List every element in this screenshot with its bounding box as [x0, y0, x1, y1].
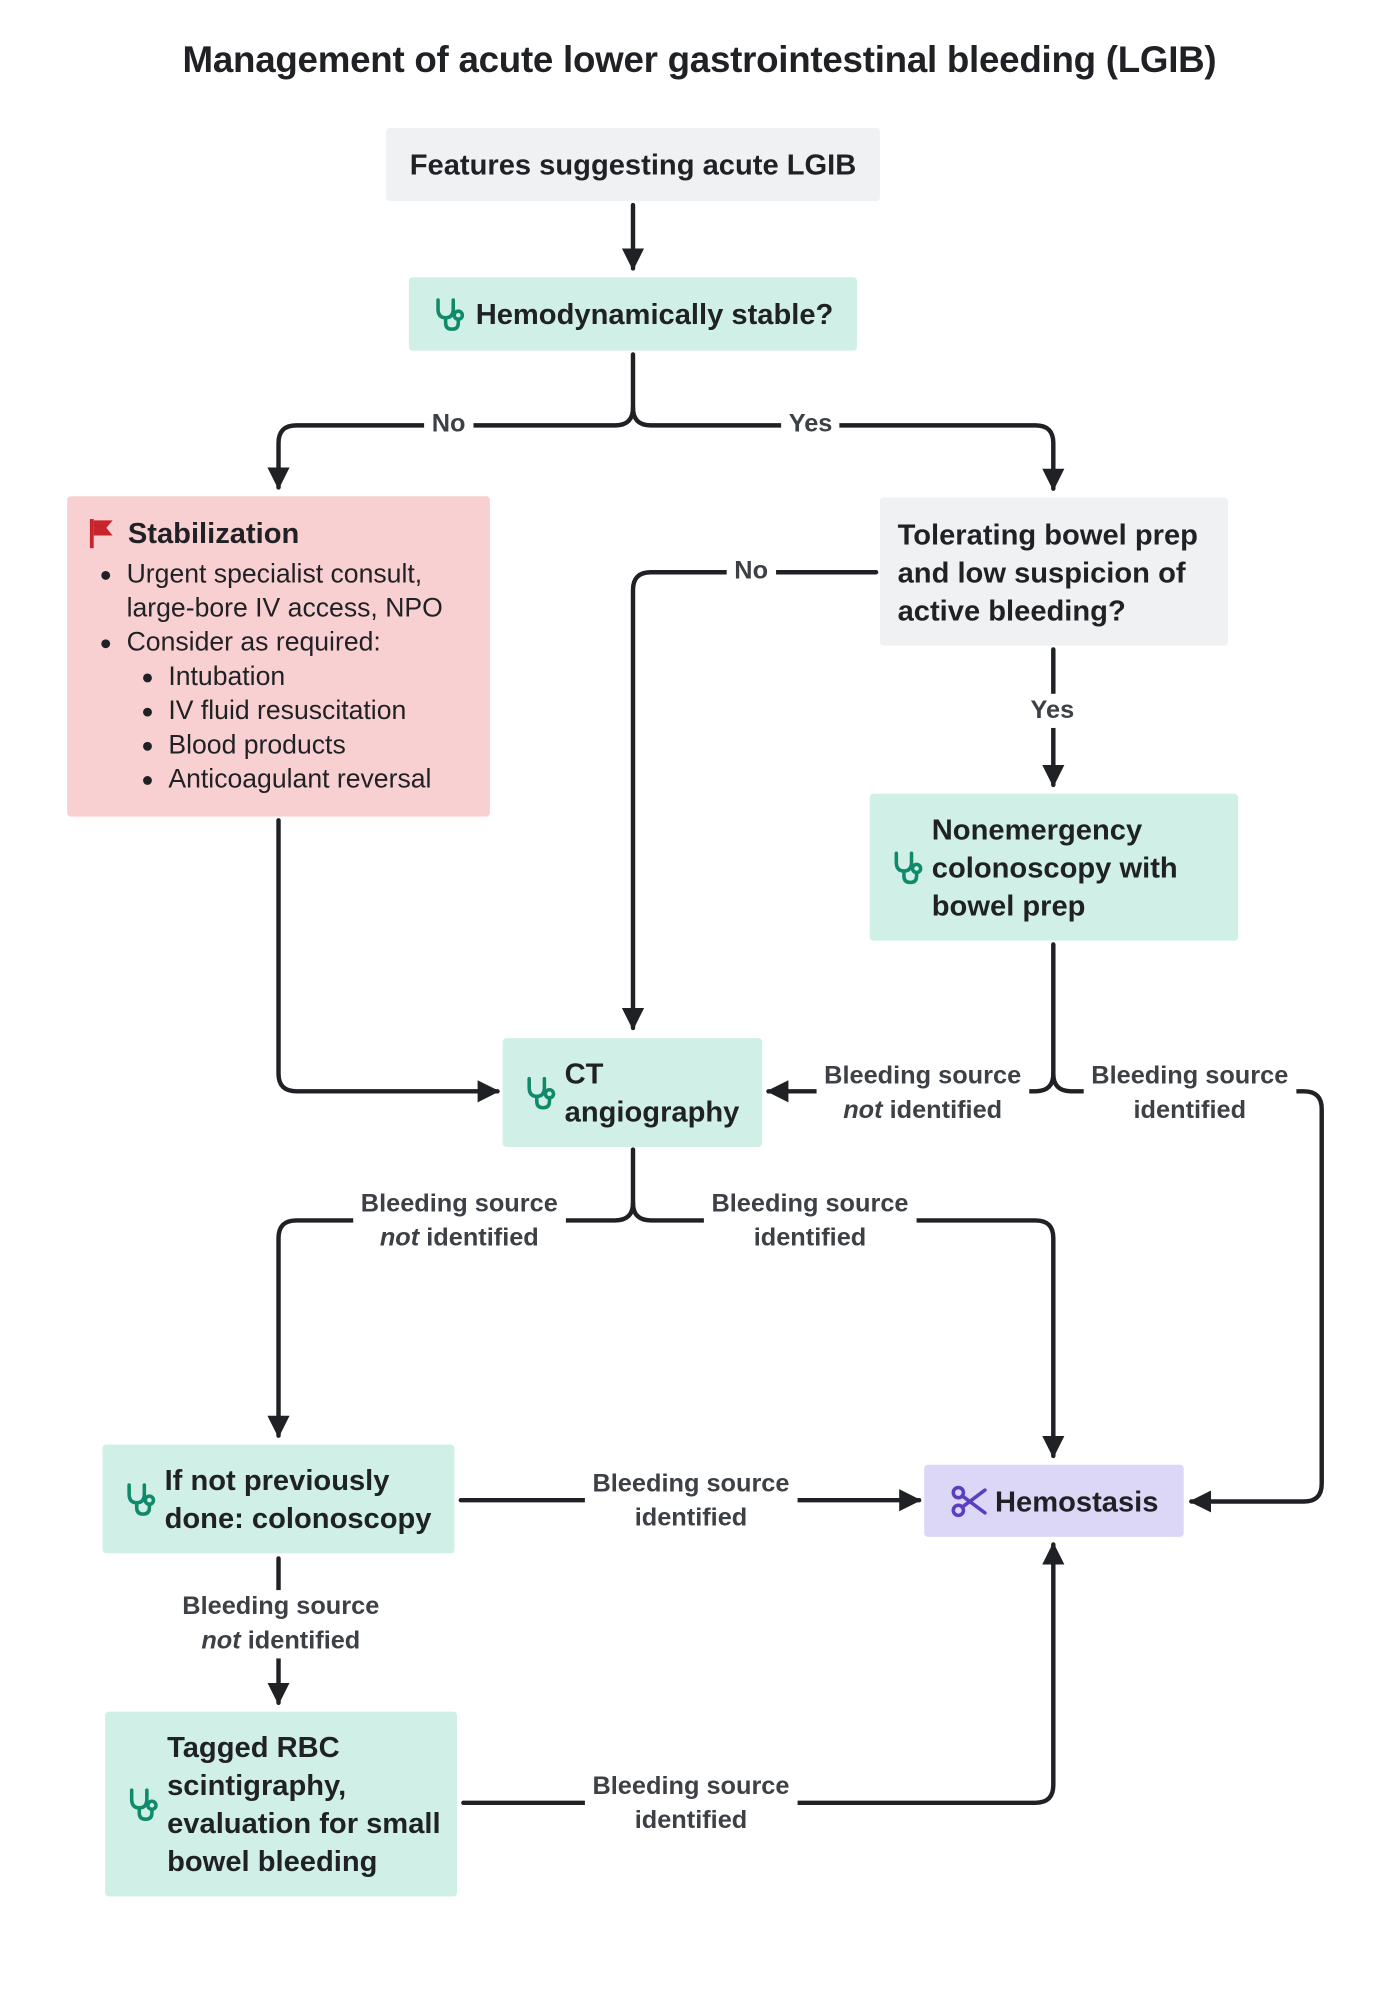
- stabilization-list: Urgent specialist consult, large-bore IV…: [97, 557, 468, 796]
- edge-colonoscopy-identified: [1051, 1071, 1324, 1513]
- edge-label-bleeding-not-identified: Bleeding source not identified: [816, 1059, 1029, 1129]
- edge-label-line: not identified: [182, 1624, 379, 1658]
- edge-label-line: identified: [1133, 1096, 1247, 1125]
- edge-label-line: Bleeding source: [592, 1469, 790, 1498]
- edge-label-bleeding-identified: Bleeding source identified: [584, 1769, 798, 1839]
- edge-label-line: Bleeding source: [360, 1190, 558, 1218]
- node-colonoscopy-if: If not previously done: colonoscopy: [102, 1444, 455, 1554]
- edge-label-bleeding-not-identified: Bleeding source not identified: [174, 1590, 387, 1659]
- stabilization-sublist: Intubation IV fluid resuscitation Blood …: [139, 660, 468, 797]
- node-stabilization: Stabilization Urgent specialist consult,…: [67, 496, 490, 817]
- flag-icon: [89, 519, 113, 549]
- stabilization-sub-bullet: IV fluid resuscitation: [139, 694, 468, 728]
- stabilization-bullet: Consider as required:: [126, 627, 381, 658]
- edge-hemodynamic-yes: [630, 405, 1065, 491]
- node-colonoscopy-if-label: If not previously done: colonoscopy: [164, 1463, 432, 1535]
- edge-label-identified: identified: [889, 1096, 1003, 1125]
- stethoscope-icon: [129, 1788, 158, 1822]
- node-tagged-rbc-label: Tagged RBC scintigraphy, evaluation for …: [167, 1730, 441, 1878]
- edge-label-yes: Yes: [1022, 693, 1082, 728]
- node-hemodynamic: Hemodynamically stable?: [408, 277, 858, 351]
- stabilization-sub-bullet: Blood products: [139, 728, 468, 762]
- node-features: Features suggesting acute LGIB: [386, 127, 880, 202]
- edge-label-line: Bleeding source: [1091, 1062, 1289, 1091]
- edge-label-bleeding-identified: Bleeding source identified: [703, 1187, 917, 1256]
- edge-label-line: Bleeding source: [711, 1190, 909, 1218]
- stethoscope-icon: [894, 851, 923, 885]
- stabilization-sub-bullet: Intubation: [139, 660, 468, 694]
- stabilization-bullet-group: Consider as required: Intubation IV flui…: [97, 625, 468, 796]
- edge-stabilization-ct: [276, 818, 500, 1103]
- node-colonoscopy-prep: Nonemergency colonoscopy with bowel prep: [869, 793, 1239, 941]
- edge-label-line: Bleeding source: [182, 1592, 380, 1621]
- node-tolerating: Tolerating bowel prep and low suspicion …: [879, 497, 1229, 646]
- node-hemostasis: Hemostasis: [924, 1464, 1184, 1537]
- edge-label-not: not: [843, 1096, 883, 1125]
- scissors-icon: [951, 1485, 987, 1517]
- edge-label-line: Bleeding source: [592, 1772, 790, 1801]
- edge-label-line: identified: [634, 1806, 748, 1835]
- edge-label-line: identified: [634, 1504, 748, 1532]
- edge-label-bleeding-identified: Bleeding source identified: [584, 1467, 798, 1536]
- edge-label-line: not identified: [361, 1222, 558, 1256]
- node-colonoscopy-prep-label: Nonemergency colonoscopy with bowel prep: [931, 812, 1178, 922]
- edge-label-not: not: [201, 1626, 241, 1655]
- edge-label-no: No: [424, 407, 474, 442]
- edge-label-bleeding-not-identified: Bleeding source not identified: [353, 1187, 566, 1256]
- edge-label-line: not identified: [824, 1094, 1021, 1128]
- edge-label-no: No: [726, 554, 776, 589]
- edge-label-identified: identified: [426, 1224, 539, 1253]
- edge-tolerating-no: [621, 570, 879, 1031]
- stethoscope-icon: [527, 1076, 556, 1110]
- node-stabilization-heading: Stabilization: [127, 516, 300, 550]
- edge-label-bleeding-identified: Bleeding source identified: [1083, 1059, 1296, 1129]
- stethoscope-icon: [435, 298, 464, 331]
- node-hemostasis-label: Hemostasis: [994, 1484, 1159, 1518]
- edge-label-identified: identified: [247, 1626, 361, 1655]
- edge-ct-identified: [630, 1200, 1065, 1459]
- diagram-title: Management of acute lower gastrointestin…: [182, 40, 1217, 82]
- node-hemodynamic-label: Hemodynamically stable?: [475, 297, 834, 331]
- stabilization-sub-bullet: Anticoagulant reversal: [139, 762, 468, 796]
- stabilization-bullet: Urgent specialist consult, large-bore IV…: [97, 557, 468, 625]
- edge-label-not: not: [379, 1224, 420, 1253]
- node-ct: CT angiography: [502, 1038, 763, 1147]
- edge-label-line: identified: [753, 1224, 867, 1253]
- edge-tagged-hemostasis: [461, 1542, 1065, 1805]
- node-features-label: Features suggesting acute LGIB: [409, 148, 857, 182]
- node-ct-label: CT angiography: [564, 1057, 740, 1129]
- edge-label-yes: Yes: [781, 407, 840, 442]
- node-tolerating-label: Tolerating bowel prep and low suspicion …: [897, 517, 1198, 627]
- edge-label-line: Bleeding source: [824, 1062, 1022, 1091]
- stethoscope-icon: [127, 1483, 156, 1516]
- node-tagged-rbc: Tagged RBC scintigraphy, evaluation for …: [105, 1711, 458, 1897]
